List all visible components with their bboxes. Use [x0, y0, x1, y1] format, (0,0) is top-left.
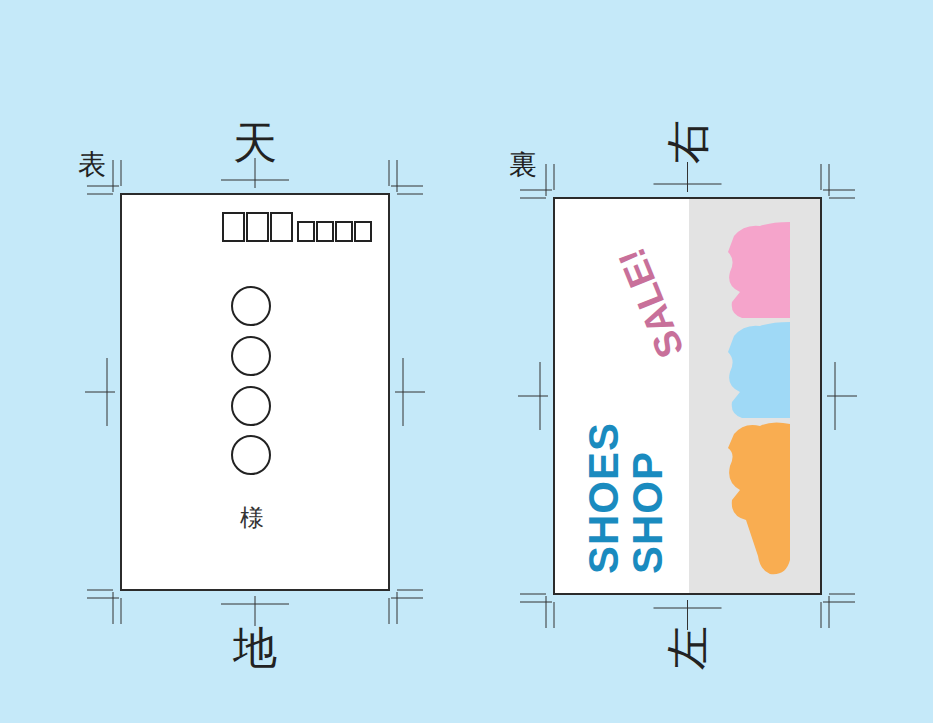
crop-mark-line	[107, 358, 108, 426]
crop-mark-line	[654, 184, 722, 185]
crop-mark-line	[518, 396, 548, 397]
top-edge-label: 天	[233, 121, 277, 165]
crop-mark-line	[391, 598, 423, 599]
crop-mark-line	[520, 190, 552, 191]
crop-mark-line	[823, 602, 855, 603]
crop-mark-line	[520, 198, 546, 199]
grey-panel	[689, 198, 821, 594]
crop-mark-line	[87, 194, 113, 195]
crop-mark-line	[821, 602, 822, 628]
crop-mark-line	[835, 362, 836, 430]
crop-mark-line	[829, 596, 830, 628]
crop-mark-line	[520, 594, 546, 595]
crop-mark-line	[821, 164, 822, 190]
crop-mark-line	[520, 602, 552, 603]
crop-mark-line	[554, 602, 555, 628]
crop-mark-line	[391, 186, 423, 187]
back-card	[554, 198, 821, 594]
crop-mark-line	[829, 198, 855, 199]
crop-mark-line	[546, 596, 547, 628]
crop-mark-line	[87, 590, 113, 591]
name-circles	[232, 287, 270, 474]
left-edge-label: 左	[666, 626, 710, 670]
crop-mark-line	[121, 598, 122, 624]
crop-mark-line	[554, 164, 555, 190]
crop-mark-line	[654, 608, 722, 609]
back-card-border	[554, 198, 821, 594]
crop-mark-line	[395, 392, 425, 393]
address-side-card: 様	[121, 194, 389, 590]
postal-code-boxes	[223, 213, 371, 241]
crop-mark-line	[87, 598, 119, 599]
shop-name-text: SHOES SHOP	[582, 422, 670, 574]
bottom-edge-label: 地	[233, 626, 277, 670]
crop-mark-line	[687, 162, 688, 192]
sale-text: SALE!	[612, 243, 690, 363]
crop-mark-line	[397, 592, 398, 624]
front-card	[121, 194, 389, 590]
crop-mark-line	[829, 164, 830, 196]
right-edge-label: 右	[666, 120, 710, 164]
back-side-label: 裏	[509, 151, 537, 179]
crop-mark-line	[827, 396, 857, 397]
front-side-label: 表	[78, 151, 106, 179]
crop-mark-line	[255, 596, 256, 626]
crop-mark-line	[397, 160, 398, 192]
crop-mark-line	[823, 190, 855, 191]
honorific-text: 様	[240, 506, 264, 530]
crop-mark-line	[397, 194, 423, 195]
crop-mark-line	[389, 160, 390, 186]
picture-side-card: SALE! SHOES SHOP	[554, 198, 821, 594]
crop-mark-line	[221, 604, 289, 605]
crop-mark-line	[397, 590, 423, 591]
crop-mark-line	[403, 358, 404, 426]
crop-mark-line	[85, 392, 115, 393]
crop-marks	[85, 158, 857, 630]
crop-mark-line	[87, 186, 119, 187]
crop-mark-line	[113, 160, 114, 192]
crop-mark-line	[829, 594, 855, 595]
crop-mark-line	[540, 362, 541, 430]
crop-mark-line	[221, 180, 289, 181]
crop-mark-line	[113, 592, 114, 624]
crop-mark-line	[546, 164, 547, 196]
shoe-illustrations	[728, 222, 790, 574]
crop-mark-line	[687, 600, 688, 630]
crop-mark-line	[121, 160, 122, 186]
crop-mark-line	[389, 598, 390, 624]
